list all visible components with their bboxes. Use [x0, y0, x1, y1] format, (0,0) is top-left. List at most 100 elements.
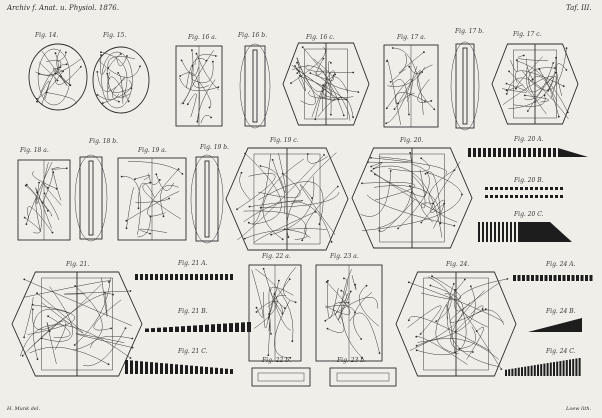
fig-15-fiber-line: [106, 53, 121, 80]
fig-20-electrode-point: [453, 224, 456, 227]
fig-24-electrode-point: [408, 319, 410, 322]
fig-15-outline: [92, 46, 150, 114]
fig-22a-fiber-line: [255, 268, 294, 342]
fig-17a-electrode-point: [389, 81, 392, 83]
fig-24A-bar: [535, 275, 539, 281]
fig-19a-electrode-point: [177, 168, 180, 171]
fig-17a-fiber-line: [394, 92, 415, 110]
fig-19a-fiber-line: [148, 173, 161, 185]
fig-20-electrode-point: [397, 227, 399, 230]
fig-19c-electrode-point: [281, 238, 284, 241]
fig-16c-fiber-line: [290, 47, 326, 84]
fig-21A-bar: [210, 274, 213, 280]
fig-17a-electrode-point: [423, 51, 425, 54]
fig-17a-electrode-point: [433, 108, 436, 111]
fig-21B-bar: [187, 325, 191, 332]
fig-21C-bar: [135, 360, 138, 374]
fig-21C-bar: [175, 364, 178, 374]
fig-18a-fiber-line: [32, 171, 57, 189]
fig-21B-bar: [193, 325, 197, 332]
fig-15-fiber-line: [117, 72, 124, 104]
fig-19a-electrode-point: [149, 181, 152, 184]
fig-19c-electrode-point: [236, 208, 238, 211]
fig-16c-electrode-point: [357, 91, 360, 93]
fig-15-fiber-line: [107, 56, 135, 69]
fig-19c-fiber-line: [272, 153, 287, 193]
fig-16c-electrode-point: [298, 70, 300, 73]
fig-24A-bar: [580, 275, 584, 281]
fig-17c-label: Fig. 17 c.: [512, 31, 542, 38]
fig-19a-electrode-point: [149, 232, 152, 235]
fig-17c-electrode-point: [554, 71, 557, 74]
fig-20-fiber-line: [427, 172, 463, 196]
fig-19c-electrode-point: [336, 185, 339, 188]
fig-21C-bar: [170, 363, 173, 374]
fig-21-fiber-line: [22, 320, 67, 356]
fig-20-electrode-point: [420, 221, 423, 224]
fig-14-electrode-point: [45, 91, 48, 94]
fig-19a-electrode-point: [137, 207, 140, 210]
fig-20B-bar: [530, 195, 533, 198]
fig-20A-bar: [508, 148, 511, 157]
fig-21-fiber-line: [83, 328, 126, 367]
fig-24-electrode-point: [475, 330, 478, 333]
fig-21-electrode-point: [107, 363, 110, 366]
fig-17c-fiber-line: [521, 48, 567, 91]
fig-22a-electrode-point: [255, 306, 258, 309]
fig-20B-bar: [495, 187, 498, 190]
fig-21B-bar: [229, 323, 233, 332]
fig-18a-fiber-line: [26, 162, 53, 225]
fig-23a-electrode-point: [343, 277, 345, 280]
fig-17b-label: Fig. 17 b.: [454, 28, 484, 35]
fig-20-electrode-point: [453, 169, 456, 172]
fig-17a-electrode-point: [385, 122, 388, 125]
fig-23a-label: Fig. 23 a.: [329, 253, 359, 260]
fig-19c-electrode-point: [247, 221, 250, 224]
fig-15-fiber-line: [97, 93, 119, 100]
fig-20-electrode-point: [424, 172, 427, 175]
fig-21C-bar: [130, 360, 133, 374]
fig-23a-electrode-point: [327, 279, 329, 282]
fig-21B-label: Fig. 21 B.: [177, 308, 208, 315]
fig-17a-fiber-line: [397, 69, 421, 104]
fig-24C-bar: [553, 362, 555, 376]
fig-22a-fiber-line: [276, 294, 287, 309]
fig-15-electrode-point: [96, 94, 99, 96]
fig-17c-electrode-point: [505, 89, 508, 92]
fig-20C-bar: [518, 222, 520, 242]
fig-16a-fiber-line: [192, 61, 214, 84]
fig-17c-fiber-line: [517, 55, 549, 61]
fig-23b-core: [336, 372, 390, 382]
fig-23a-fiber-line: [338, 291, 352, 321]
fig-15-electrode-point: [117, 72, 119, 74]
fig-20C-bar: [506, 222, 508, 242]
fig-20B-bar: [520, 195, 523, 198]
fig-16c-fiber-line: [292, 65, 332, 115]
fig-24C-bar: [508, 369, 511, 376]
fig-20C-bar: [482, 222, 484, 242]
fig-17c-fiber-line: [502, 83, 528, 93]
fig-16a-fiber-line: [200, 115, 212, 124]
fig-20C-bar: [514, 222, 516, 242]
fig-24C-bar: [537, 364, 539, 376]
fig-20C-bar: [502, 222, 504, 242]
fig-17c-fiber-line: [508, 57, 557, 110]
fig-21-fiber-line: [47, 315, 71, 338]
fig-24C-bar: [533, 365, 536, 376]
fig-19a-fiber-line: [156, 174, 174, 191]
fig-20B-bar: [540, 187, 543, 190]
fig-19c-fiber-line: [260, 192, 340, 208]
fig-16a-electrode-point: [217, 86, 220, 88]
fig-18a-fiber-line: [27, 206, 53, 233]
fig-19c-fiber-line: [299, 184, 336, 235]
fig-20-electrode-point: [426, 171, 429, 174]
fig-20B-bar: [515, 187, 518, 190]
fig-22a-electrode-point: [267, 354, 270, 356]
fig-21C-bar: [125, 360, 128, 374]
fig-19c-electrode-point: [243, 237, 246, 240]
fig-24A-bar: [585, 275, 588, 281]
fig-19a-fiber-line: [137, 216, 151, 238]
fig-18a-electrode-point: [65, 167, 68, 170]
fig-21A-bar: [155, 274, 158, 280]
